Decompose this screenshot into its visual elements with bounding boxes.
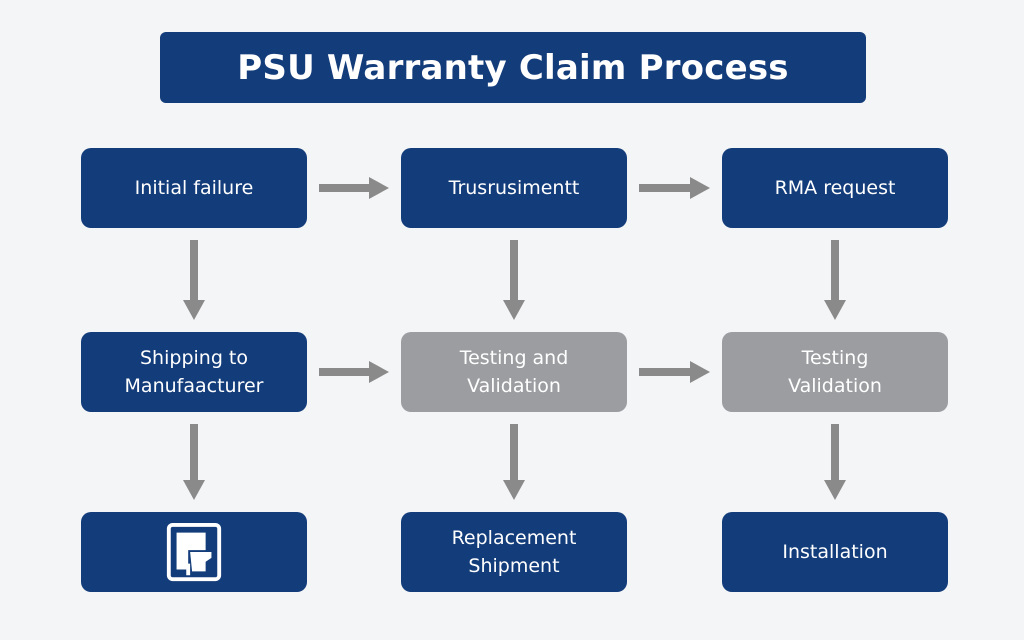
arrow-head xyxy=(183,480,205,500)
arrow-initial-failure-to-shipping-to-manufacturer xyxy=(183,240,205,320)
node-testing-validation: Testing Validation xyxy=(722,332,948,412)
arrow-head xyxy=(369,361,389,383)
arrow-testing-and-validation-to-testing-validation xyxy=(639,361,710,383)
arrow-head xyxy=(503,300,525,320)
arrow-trusrusimentt-to-rma-request xyxy=(639,177,710,199)
arrow-rma-request-to-testing-validation xyxy=(824,240,846,320)
arrow-testing-and-validation-to-replacement-shipment xyxy=(503,424,525,500)
arrow-head xyxy=(690,177,710,199)
arrow-head xyxy=(690,361,710,383)
node-trusrusimentt: Trusrusimentt xyxy=(401,148,627,228)
node-installation: Installation xyxy=(722,512,948,592)
node-replacement-shipment: Replacement Shipment xyxy=(401,512,627,592)
arrow-head xyxy=(824,300,846,320)
node-label-replacement-shipment: Replacement Shipment xyxy=(451,527,577,577)
node-initial-failure: Initial failure xyxy=(81,148,307,228)
node-psu-icon xyxy=(81,512,307,592)
arrow-head xyxy=(503,480,525,500)
arrow-shipping-to-manufacturer-to-testing-and-validation xyxy=(319,361,389,383)
arrow-trusrusimentt-to-testing-and-validation xyxy=(503,240,525,320)
arrow-shipping-to-manufacturer-to-psu-icon-node xyxy=(183,424,205,500)
node-shipping-to-manufacturer: Shipping to Manufaacturer xyxy=(81,332,307,412)
diagram-title: PSU Warranty Claim Process xyxy=(160,32,866,103)
node-label-trusrusimentt: Trusrusimentt xyxy=(448,177,580,199)
arrow-initial-failure-to-trusrusimentt xyxy=(319,177,389,199)
node-label-installation: Installation xyxy=(782,541,888,563)
node-testing-and-validation: Testing and Validation xyxy=(401,332,627,412)
node-label-testing-validation: Testing Validation xyxy=(788,347,882,397)
arrow-head xyxy=(183,300,205,320)
node-label-rma-request: RMA request xyxy=(774,177,896,199)
node-label-shipping-to-manufacturer: Shipping to Manufaacturer xyxy=(124,347,264,397)
arrow-testing-validation-to-installation xyxy=(824,424,846,500)
arrow-head xyxy=(824,480,846,500)
arrow-head xyxy=(369,177,389,199)
node-label-initial-failure: Initial failure xyxy=(134,177,254,199)
node-label-testing-and-validation: Testing and Validation xyxy=(459,347,569,397)
psu-unit-icon xyxy=(166,522,222,582)
node-rma-request: RMA request xyxy=(722,148,948,228)
